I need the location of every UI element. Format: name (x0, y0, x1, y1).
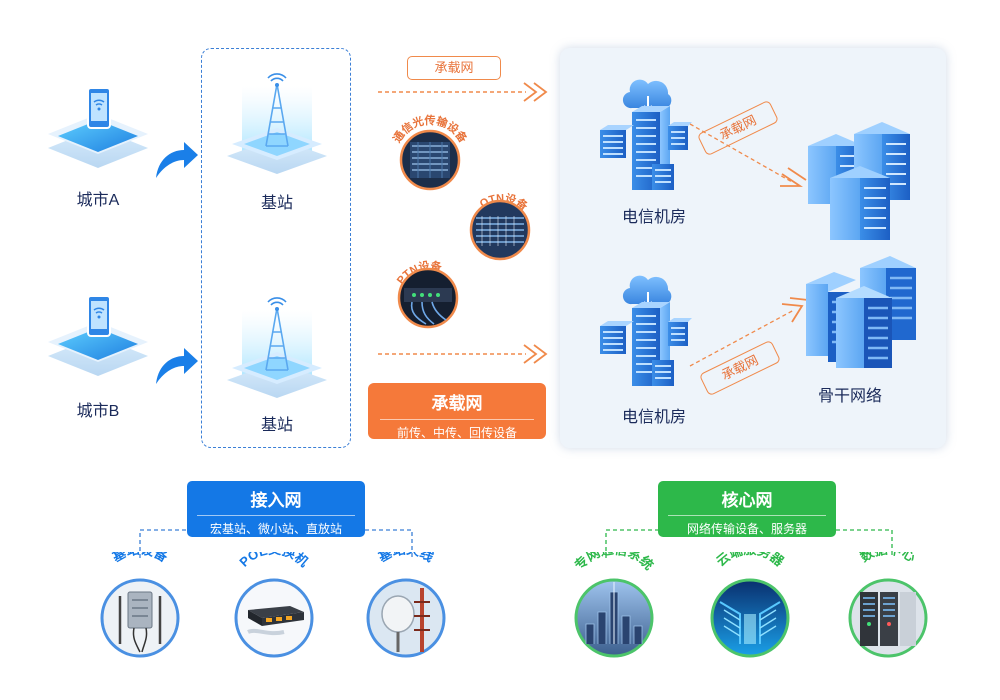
telecom-room-label: 电信机房 (621, 209, 686, 226)
svg-text:基站天线: 基站天线 (375, 552, 436, 565)
backbone-network-label: 骨干网络 (817, 388, 882, 405)
cloud-server-label: 云端服务器 (713, 552, 787, 570)
core-network-box: 核心网 网络传输设备、服务器 (658, 481, 836, 537)
base-station-tower-icon (227, 73, 327, 174)
svg-text:专网通信系统: 专网通信系统 (572, 552, 657, 573)
data-center-label: 数据中心 (858, 552, 918, 565)
base-station-equipment-label: 基站设备 (109, 552, 171, 565)
base-station-equipment: 基站设备 (100, 552, 180, 658)
svg-text:基站设备: 基站设备 (109, 552, 171, 565)
base-station-label: 基站 (260, 417, 293, 434)
base-station-group (201, 48, 351, 448)
backbone-server-icon (806, 256, 916, 368)
svg-text:数据中心: 数据中心 (858, 552, 918, 565)
private-comm-label: 专网通信系统 (572, 552, 657, 573)
server-cluster-icon (808, 122, 910, 240)
city-b-label: 城市B (76, 403, 120, 420)
data-center: 数据中心 (848, 552, 928, 658)
bearer-network-pill: 承载网 (407, 56, 501, 80)
core-network-subtitle: 网络传输设备、服务器 (668, 515, 826, 537)
telecom-room-icon (600, 275, 692, 386)
telecom-room-icon (600, 79, 692, 190)
bearer-box-subtitle: 前传、中传、回传设备 (380, 419, 534, 441)
core-network-title: 核心网 (721, 491, 773, 510)
svg-text:POE交换机: POE交换机 (236, 552, 311, 570)
optical-transmission-device: 通信光传输设备 (391, 113, 471, 191)
poe-switch: POE交换机 (234, 552, 314, 658)
otn-device: OTN设备 (469, 191, 531, 261)
poe-switch-label: POE交换机 (236, 552, 311, 570)
city-a-device-icon (48, 87, 148, 168)
access-connector (139, 529, 413, 558)
antenna-label: 基站天线 (375, 552, 436, 565)
bearer-box-title: 承载网 (431, 394, 483, 413)
telecom-room-label: 电信机房 (621, 409, 686, 426)
access-network-title: 接入网 (250, 491, 302, 510)
curved-arrow-icon (156, 348, 198, 384)
access-network-subtitle: 宏基站、微小站、直放站 (197, 515, 355, 537)
ptn-device: PTN设备 (395, 258, 459, 329)
private-comm-system: 专网通信系统 (572, 552, 657, 658)
core-arrow-top (689, 123, 807, 187)
cloud-server: 云端服务器 (710, 552, 790, 658)
base-station-antenna: 基站天线 (366, 552, 446, 658)
access-network-box: 接入网 宏基站、微小站、直放站 (187, 481, 365, 537)
bearer-arrow-top (378, 82, 548, 102)
bearer-network-box: 承载网 前传、中传、回传设备 (368, 383, 546, 441)
core-connector (605, 529, 893, 558)
curved-arrow-icon (156, 142, 198, 178)
city-a-label: 城市A (76, 192, 120, 209)
svg-text:云端服务器: 云端服务器 (713, 552, 787, 570)
city-b-device-icon (48, 295, 148, 376)
bearer-arrow-bottom (378, 344, 548, 364)
core-arrow-bottom (689, 297, 809, 367)
base-station-label: 基站 (260, 195, 293, 212)
core-network-panel (560, 48, 946, 448)
base-station-tower-icon (227, 297, 327, 398)
